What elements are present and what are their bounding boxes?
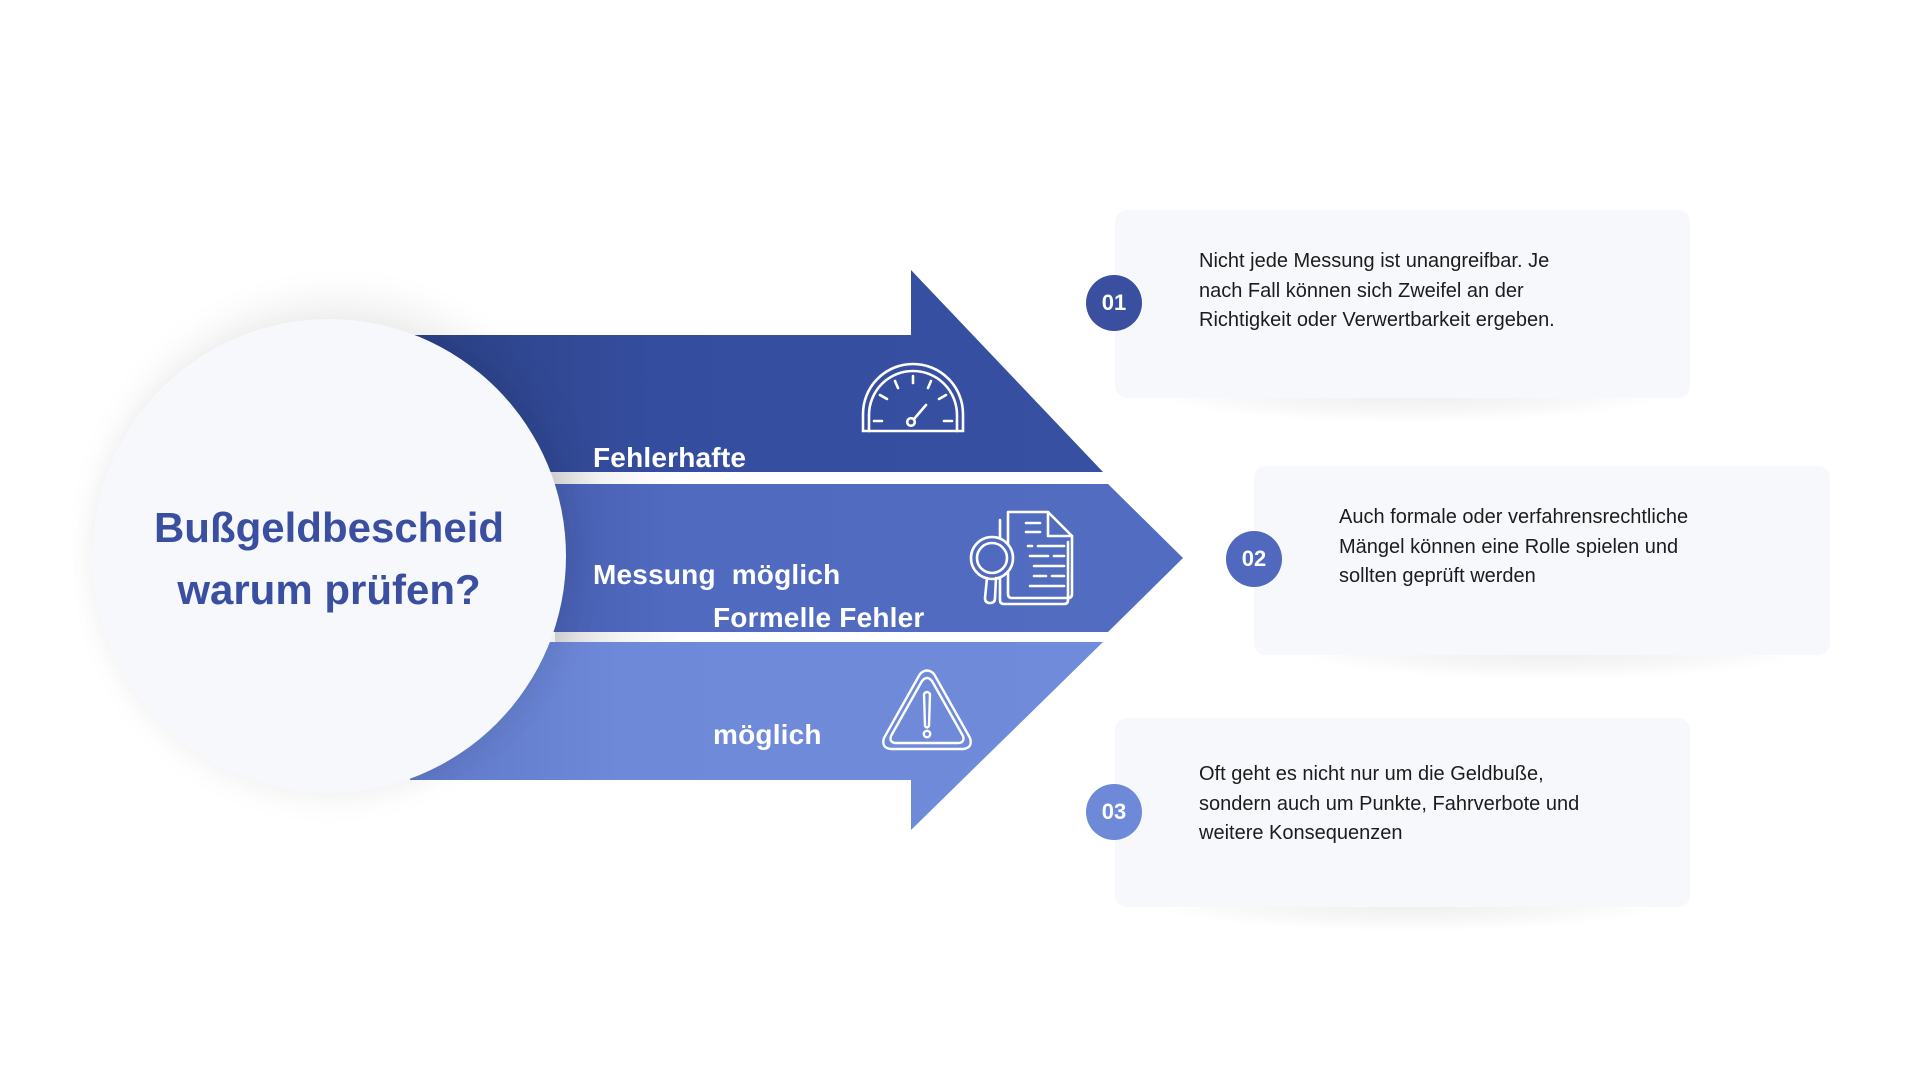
info-card-2-line: Mängel können eine Rolle spielen und <box>1339 535 1679 558</box>
info-card-3-line: sondern auch um Punkte, Fahrverbote und <box>1199 792 1580 815</box>
info-card-2-line: Auch formale oder verfahrensrechtliche <box>1339 506 1689 528</box>
speedometer-icon <box>861 362 965 433</box>
arrow-1 <box>410 270 1103 472</box>
arrow-2-label-line1: Formelle Fehler <box>713 602 925 633</box>
arrow-1-label-line1: Fehlerhafte <box>593 442 747 473</box>
info-card-3-line: Oft geht es nicht nur um die Geldbuße, <box>1199 763 1544 785</box>
info-card-2 <box>1254 466 1830 655</box>
hub-circle <box>92 319 566 793</box>
arrow-gap-shadow <box>540 472 800 484</box>
info-card-1-line: Richtigkeit oder Verwertbarkeit ergeben. <box>1199 309 1555 331</box>
info-card-2-line: sollten geprüft werden <box>1339 565 1536 587</box>
document-search-icon <box>969 510 1074 606</box>
info-card-3-line: weitere Konsequenzen <box>1199 822 1403 844</box>
info-card-2-text: Auch formale oder verfahrensrechtliche M… <box>1339 503 1688 592</box>
arrow-3-label: Folgen genau prüfen <box>593 694 874 850</box>
hub-title-line1: Bußgeldbescheid <box>153 504 505 551</box>
step-badge-2: 02 <box>1226 531 1282 587</box>
arrow-3 <box>410 642 1103 830</box>
step-badge-3: 03 <box>1086 784 1142 840</box>
step-badge-1: 01 <box>1086 275 1142 331</box>
arrow-1-label: Fehlerhafte Messung möglich <box>593 360 840 633</box>
hub-title: Bußgeldbescheid warum prüfen? <box>92 497 566 621</box>
info-card-3-text: Oft geht es nicht nur um die Geldbuße, s… <box>1199 760 1579 849</box>
info-card-1-line: Nicht jede Messung ist unangreifbar. Je <box>1199 250 1550 272</box>
arrow-gap-shadow <box>555 632 815 642</box>
arrow-1-label-line2: Messung möglich <box>593 559 841 590</box>
hub-title-line2: warum prüfen? <box>177 566 481 613</box>
warning-triangle-icon <box>882 669 972 751</box>
info-card-1 <box>1115 210 1690 398</box>
info-card-1-text: Nicht jede Messung ist unangreifbar. Je … <box>1199 247 1555 336</box>
arrow-2-label-line2: möglich <box>713 719 822 750</box>
info-card-1-line: nach Fall können sich Zweifel an der <box>1199 279 1524 302</box>
arrow-2-label: Formelle Fehler möglich <box>713 520 925 793</box>
arrow-3-label-line1: Folgen genau prüfen <box>593 776 874 807</box>
info-card-3 <box>1115 718 1690 907</box>
